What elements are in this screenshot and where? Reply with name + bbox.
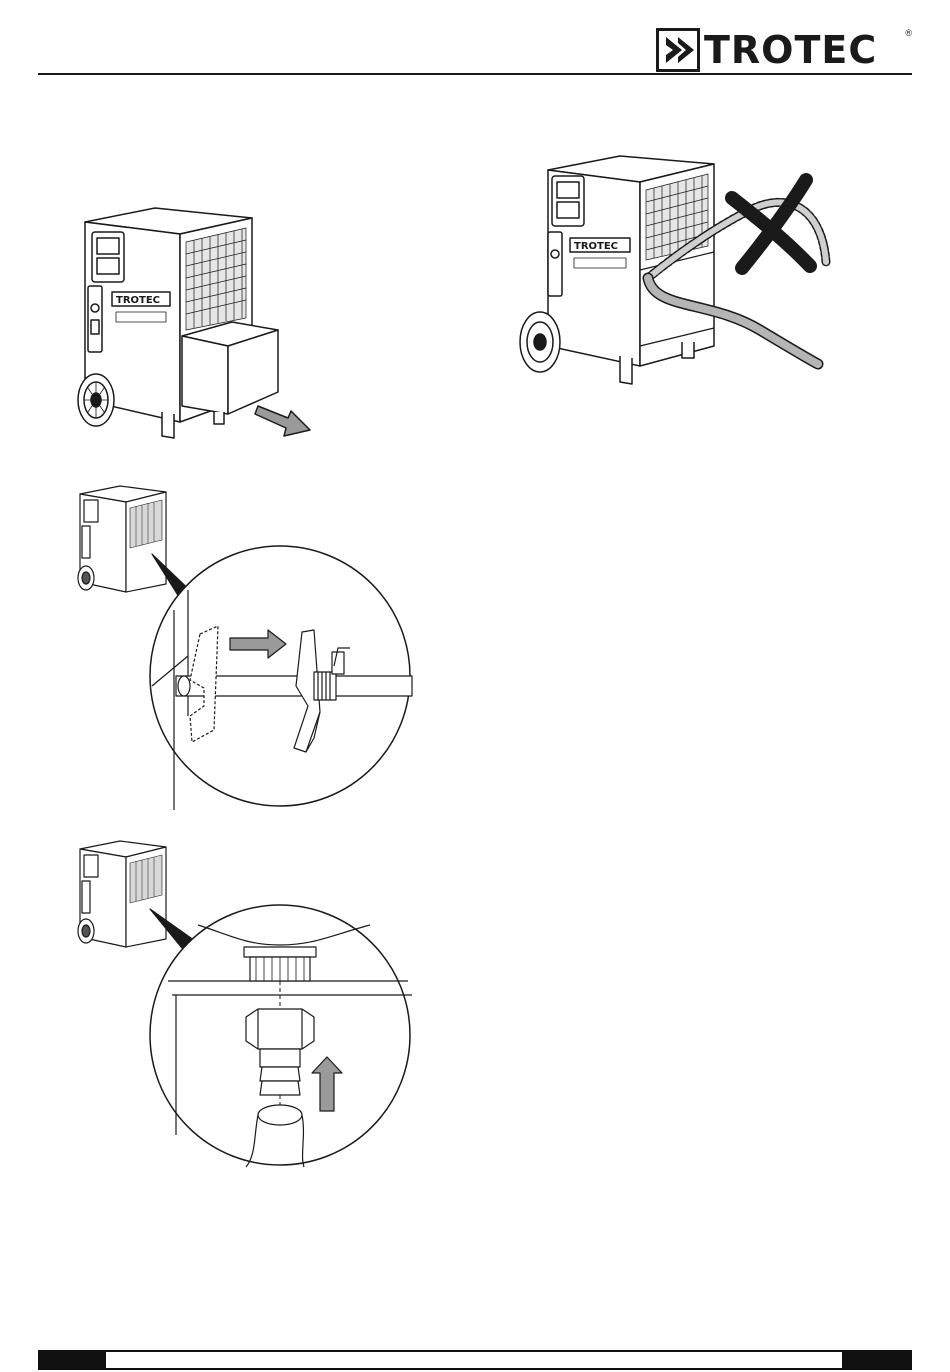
- not-allowed-cross-icon: [732, 180, 810, 268]
- footer-text-cell: [106, 1352, 842, 1368]
- registered-mark: ®: [905, 28, 912, 38]
- figure-tank-removal: TROTEC: [70, 200, 330, 450]
- trotec-chevron-icon: [656, 28, 700, 72]
- unit-thumbnail: [78, 486, 166, 592]
- trotec-logo: TROTEC ®: [656, 28, 912, 72]
- figure-float-switch: [70, 480, 420, 810]
- threaded-nipple: [244, 947, 316, 981]
- brand-wordmark: TROTEC: [704, 28, 877, 72]
- spring: [314, 672, 336, 700]
- unit-label-text: TROTEC: [116, 295, 160, 306]
- figure-hose-kink: TROTEC: [510, 150, 840, 400]
- page-footer: [38, 1350, 912, 1370]
- wheel: [78, 374, 114, 426]
- header-rule: [38, 73, 912, 75]
- pull-out-arrow-icon: [255, 406, 310, 436]
- unit-thumbnail: [78, 841, 166, 947]
- wheel: [520, 312, 560, 372]
- grille: [186, 228, 246, 330]
- figure-hose-connector: [70, 835, 420, 1175]
- unit-label-text: TROTEC: [574, 241, 618, 252]
